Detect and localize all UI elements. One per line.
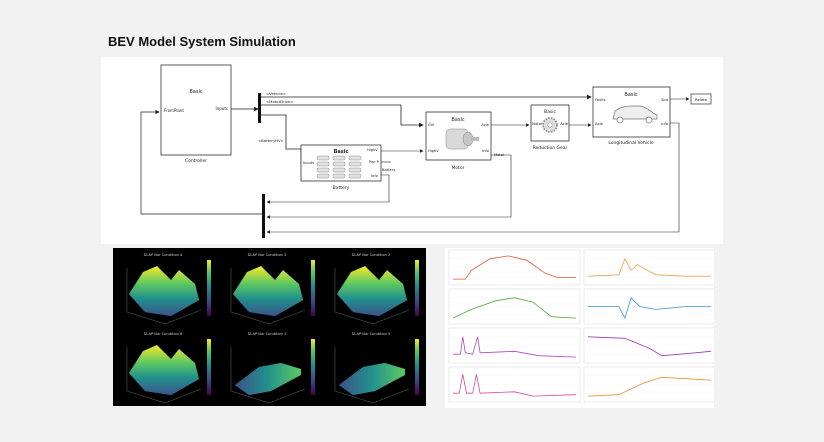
colorbar xyxy=(207,339,211,395)
diagram-canvas: Basic FromPlant Inputs Controller <Vehic… xyxy=(140,64,712,238)
vehicle-header: Basic xyxy=(624,92,637,98)
surface-plot: DLAP Nor Condition 1 xyxy=(230,332,315,404)
motor-caption: Motor xyxy=(451,165,464,171)
time-plots-panel xyxy=(445,248,716,408)
gear-port-in: Motor xyxy=(532,122,543,126)
gear-header: Basic xyxy=(544,109,556,115)
time-plot xyxy=(448,366,581,403)
bus-label-battery-hv: <BatteryHV> xyxy=(258,138,284,143)
battery-block[interactable]: Basic Inputs HighV Pwr P Info Battery xyxy=(300,144,382,191)
controller-block[interactable]: Basic FromPlant Inputs Controller xyxy=(160,64,232,164)
time-plot xyxy=(583,288,716,325)
time-plot xyxy=(583,327,716,364)
time-plot xyxy=(583,249,716,286)
controller-caption: Controller xyxy=(185,158,207,164)
series-line xyxy=(587,257,711,277)
controller-port-in: FromPlant xyxy=(164,108,184,113)
battery-header: Basic xyxy=(334,149,349,155)
battery-port-pwr: Pwr P xyxy=(369,160,380,164)
vehicle-port-info: Info xyxy=(661,122,668,126)
surface-plot: DLAP Nor Condition 6 xyxy=(126,332,211,404)
terminal-block[interactable]: Relate xyxy=(690,93,712,105)
surface-plot-title: DLAP Nor Condition 5 xyxy=(352,332,391,336)
battery-port-info: Info xyxy=(371,174,378,178)
controller-header: Basic xyxy=(189,89,202,95)
time-plot xyxy=(448,327,581,364)
surface-mesh xyxy=(232,265,304,317)
motor-header: Basic xyxy=(451,117,464,123)
vehicle-port-axle: Axle xyxy=(595,122,604,126)
bus-label-vehicle: <Vehicle> xyxy=(266,91,286,96)
time-plots-canvas xyxy=(448,249,716,403)
block-diagram: Basic FromPlant Inputs Controller <Vehic… xyxy=(101,57,723,244)
series-line xyxy=(453,374,577,397)
colorbar xyxy=(415,260,419,316)
battery-caption: Battery xyxy=(333,185,350,191)
surface-plot-title: DLAP Nor Condition 1 xyxy=(248,332,287,336)
surface-plot: DLAP Nor Condition 5 xyxy=(334,332,419,404)
motor-port-highv: HighV xyxy=(428,149,439,153)
motor-port-info: Info xyxy=(482,149,489,153)
car-icon xyxy=(612,105,658,124)
page-title: BEV Model System Simulation xyxy=(108,34,296,49)
battery-port-inputs: Inputs xyxy=(303,161,314,165)
feedback-bus-bar xyxy=(262,194,265,238)
motor-icon xyxy=(445,128,479,150)
battery-out-label: Battery xyxy=(382,168,396,172)
surface-mesh xyxy=(336,265,408,317)
bus-label-motor-drive: <MotorDrive> xyxy=(266,99,293,104)
surface-plot-title: DLAP Nor Condition 3 xyxy=(248,253,287,257)
surface-mesh xyxy=(128,344,200,396)
motor-block[interactable]: Basic Ctrl HighV Axle Info Motor xyxy=(425,111,492,171)
series-line xyxy=(453,336,577,358)
time-plot xyxy=(583,366,716,403)
vehicle-caption: Longitudinal Vehicle xyxy=(608,140,653,146)
colorbar xyxy=(415,339,419,395)
motor-port-axle: Axle xyxy=(481,123,490,127)
series-line xyxy=(587,376,712,397)
vehicle-block[interactable]: Basic Faults Axle Spd Info Longitudinal … xyxy=(592,86,671,146)
series-line xyxy=(452,297,577,319)
surface-plot: DLAP Nor Condition 4 xyxy=(126,253,211,325)
time-plot xyxy=(448,249,581,286)
gear-icon xyxy=(542,117,558,133)
surface-mesh xyxy=(128,265,200,317)
surface-plot: DLAP Nor Condition 3 xyxy=(230,253,315,325)
reduction-gear-block[interactable]: Basic Motor Axle Reduction Gear xyxy=(530,104,570,151)
battery-cells-icon xyxy=(316,155,362,179)
surface-plot-title: DLAP Nor Condition 6 xyxy=(144,332,183,336)
series-line xyxy=(587,336,712,357)
terminal-label: Relate xyxy=(695,97,708,102)
time-plot xyxy=(448,288,581,325)
colorbar xyxy=(311,260,315,316)
colorbar xyxy=(311,339,315,395)
gear-caption: Reduction Gear xyxy=(533,145,568,151)
series-line xyxy=(588,297,711,320)
colorbar xyxy=(207,260,211,316)
gear-port-out: Axle xyxy=(560,122,569,126)
vehicle-port-faults: Faults xyxy=(595,98,606,102)
controller-port-out: Inputs xyxy=(216,106,228,111)
surface-plot-title: DLAP Nor Condition 2 xyxy=(352,253,391,257)
battery-port-highv: HighV xyxy=(367,148,378,152)
series-line xyxy=(453,255,576,280)
surface-plots-panel: DLAP Nor Condition 4 DLAP Nor Condition 3… xyxy=(113,248,426,406)
surface-plot-title: DLAP Nor Condition 4 xyxy=(144,253,183,257)
vehicle-port-spd: Spd xyxy=(661,98,668,102)
surface-mesh xyxy=(338,362,406,396)
surface-plot: DLAP Nor Condition 2 xyxy=(334,253,419,325)
surface-mesh xyxy=(234,362,302,396)
surface-plots-canvas: DLAP Nor Condition 4 DLAP Nor Condition 3… xyxy=(126,253,419,404)
motor-port-ctrl: Ctrl xyxy=(428,123,434,127)
bus-selector xyxy=(258,93,261,123)
